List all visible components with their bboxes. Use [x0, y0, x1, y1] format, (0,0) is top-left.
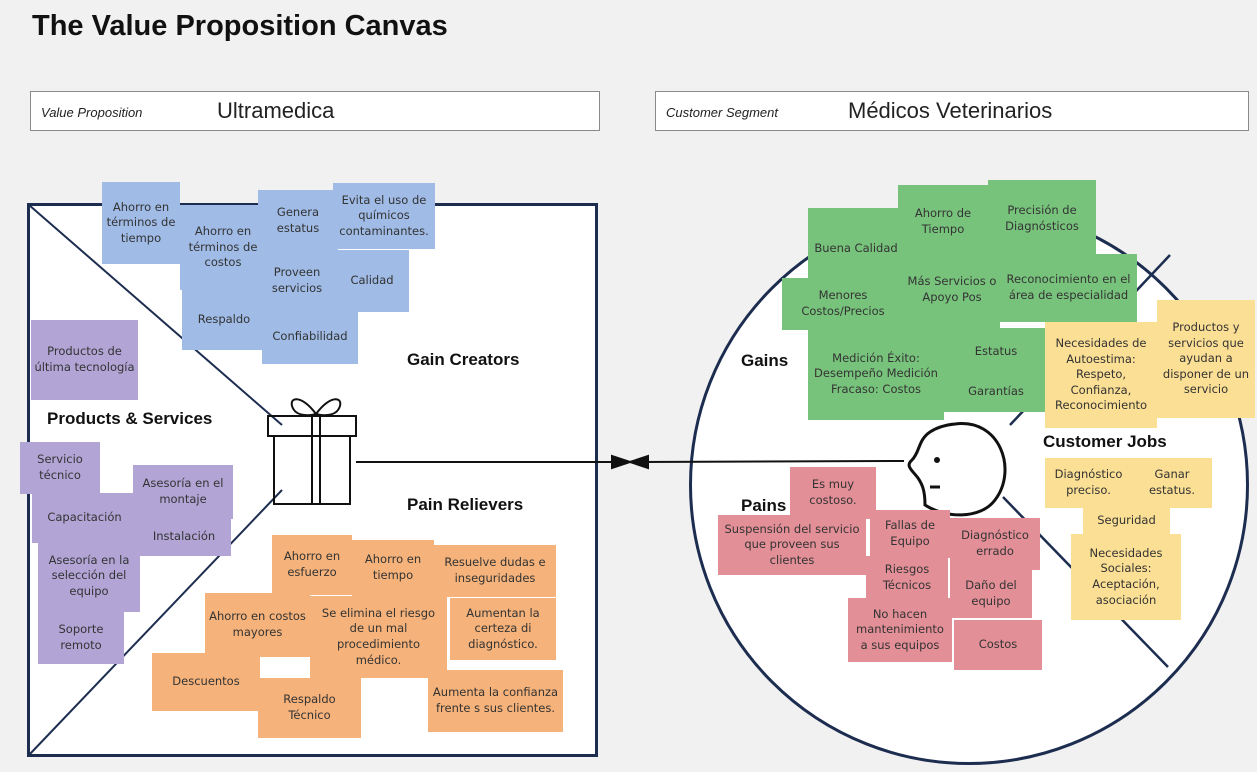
gain-creator-note: Respaldo [182, 290, 266, 350]
product-service-note: Soporte remoto [38, 612, 124, 664]
pain-note: Daño del equipo [950, 570, 1032, 618]
gain-note: Garantías [944, 372, 1048, 412]
product-service-note: Instalación [137, 518, 231, 556]
pain-reliever-note: Descuentos [152, 653, 260, 711]
customer-job-note: Necesidades Sociales: Aceptación, asocia… [1071, 534, 1181, 620]
customer-job-note: Productos y servicios que ayudan a dispo… [1157, 300, 1255, 418]
pain-note: Costos [954, 620, 1042, 670]
product-service-note: Capacitación [32, 493, 137, 543]
gain-note: Precisión de Diagnósticos [988, 180, 1096, 258]
value-proposition-value: Ultramedica [217, 98, 335, 123]
arrow-icon [356, 454, 905, 470]
customer-segment-box: Customer Segment Médicos Veterinarios [655, 91, 1249, 131]
pains-label: Pains [741, 496, 787, 515]
gain-creator-note: Confiabilidad [262, 310, 358, 364]
pain-reliever-note: Aumentan la certeza di diagnóstico. [450, 598, 556, 660]
product-service-note: Productos de última tecnología [31, 320, 138, 400]
gain-creator-note: Evita el uso de químicos contaminantes. [333, 183, 435, 249]
pain-reliever-note: Ahorro en tiempo [352, 540, 434, 596]
gain-note: Estatus [944, 328, 1048, 376]
pain-note: Diagnóstico errado [950, 518, 1040, 570]
value-proposition-label: Value Proposition [41, 105, 143, 120]
gain-note: Más Servicios o Apoyo Pos [904, 250, 1000, 330]
value-proposition-box: Value Proposition Ultramedica [30, 91, 600, 131]
gain-note: Menores Costos/Precios [782, 278, 904, 330]
gain-note: Buena Calidad [808, 208, 904, 290]
gain-note: Ahorro de Tiempo [898, 185, 988, 259]
customer-segment-value: Médicos Veterinarios [848, 98, 1053, 123]
gain-note: Medición Éxito: Desempeño Medición Fraca… [808, 328, 944, 420]
gain-note: Reconocimiento en el área de especialida… [1000, 254, 1137, 322]
product-service-note: Asesoría en la selección del equipo [38, 540, 140, 612]
pain-note: Riesgos Técnicos [866, 556, 948, 600]
pain-reliever-note: Ahorro en esfuerzo [272, 535, 352, 595]
gain-creator-note: Proveen servicios [258, 252, 336, 310]
customer-face-icon [907, 422, 1007, 517]
customer-job-note: Diagnóstico preciso. [1045, 458, 1132, 508]
customer-segment-label: Customer Segment [666, 105, 778, 120]
pain-reliever-note: Aumenta la confianza frente s sus client… [428, 670, 563, 732]
gain-creators-label: Gain Creators [407, 350, 520, 369]
product-service-note: Servicio técnico [20, 442, 100, 494]
products-services-label: Products & Services [47, 409, 213, 428]
gain-creator-note: Ahorro en términos de costos [180, 205, 266, 290]
gains-label: Gains [741, 351, 789, 370]
gift-icon [267, 398, 357, 505]
pain-note: Suspensión del servicio que proveen sus … [718, 515, 866, 575]
value-map-dividers [28, 204, 283, 756]
pain-note: No hacen mantenimiento a sus equipos [848, 598, 952, 662]
customer-jobs-label: Customer Jobs [1043, 432, 1167, 451]
pain-note: Fallas de Equipo [870, 510, 950, 558]
gain-creator-note: Genera estatus [258, 190, 338, 252]
gain-creator-note: Ahorro en términos de tiempo [102, 182, 180, 264]
customer-job-note: Ganar estatus. [1132, 458, 1212, 508]
customer-job-note: Seguridad [1083, 503, 1170, 539]
gain-creator-note: Calidad [335, 250, 409, 312]
pain-reliever-note: Respaldo Técnico [258, 678, 361, 738]
customer-job-note: Necesidades de Autoestima: Respeto, Conf… [1045, 322, 1157, 428]
page-title: The Value Proposition Canvas [32, 10, 448, 42]
pain-note: Es muy costoso. [790, 467, 876, 519]
pain-reliever-note: Ahorro en costos mayores [205, 593, 310, 657]
product-service-note: Asesoría en el montaje [133, 465, 233, 519]
pain-reliever-note: Se elimina el riesgo de un mal procedimi… [310, 596, 447, 678]
pain-reliever-note: Resuelve dudas e inseguridades [434, 545, 556, 597]
pain-relievers-label: Pain Relievers [407, 495, 524, 514]
